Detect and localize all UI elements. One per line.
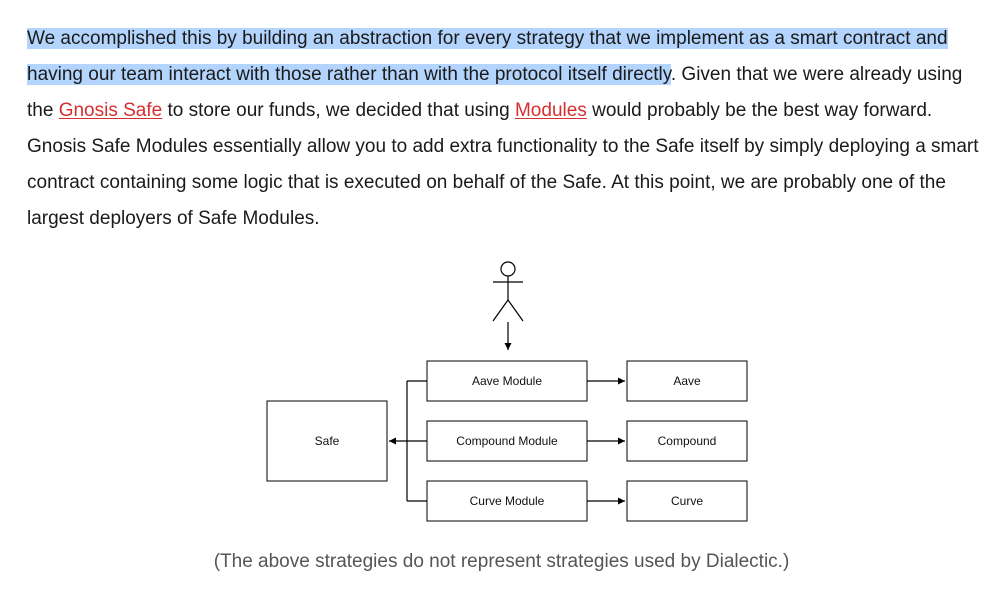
module-node-curve: Curve Module [426,480,588,522]
safe-node: Safe [266,400,388,482]
gnosis-safe-link[interactable]: Gnosis Safe [58,100,163,121]
protocol-node-aave: Aave [626,360,748,402]
module-label: Aave Module [472,374,542,388]
protocol-label: Aave [673,374,701,388]
paragraph-text: . Given that we were already using the [27,64,963,121]
module-label: Compound Module [456,434,558,448]
paragraph-text: would probably be the best way forward. … [27,100,979,229]
module-node-compound: Compound Module [426,420,588,462]
module-node-aave: Aave Module [426,360,588,402]
module-label: Curve Module [470,494,545,508]
user-icon [492,261,524,322]
protocol-label: Compound [658,434,717,448]
protocol-node-curve: Curve [626,480,748,522]
protocol-label: Curve [671,494,703,508]
safe-label: Safe [315,434,340,448]
article-paragraph: We accomplished this by building an abst… [27,21,987,237]
diagram-caption: (The above strategies do not represent s… [213,551,790,572]
modules-link[interactable]: Modules [514,100,587,121]
paragraph-text: to store our funds, we decided that usin… [162,100,515,121]
protocol-node-compound: Compound [626,420,748,462]
